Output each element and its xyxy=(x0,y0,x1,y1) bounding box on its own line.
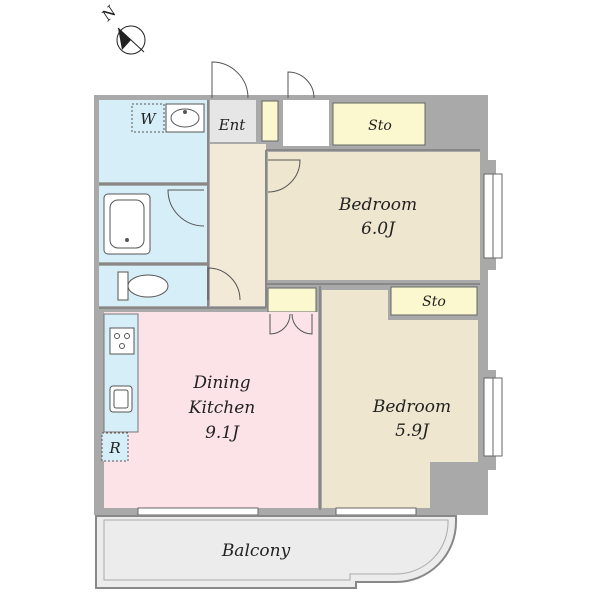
refrigerator-label: R xyxy=(108,439,120,457)
north-arrow-icon xyxy=(116,25,146,55)
storage-mid-left xyxy=(267,287,317,313)
balcony-label: Balcony xyxy=(221,541,291,561)
corridor-area xyxy=(210,144,266,306)
bedroom-south-area xyxy=(322,290,478,508)
washroom-label: W xyxy=(140,110,157,128)
bedroom-north-area xyxy=(268,152,480,280)
bathtub-icon xyxy=(103,193,151,255)
dining-kitchen-size: 9.1J xyxy=(205,423,240,443)
bedroom-north-size: 6.0J xyxy=(361,219,396,239)
partitions xyxy=(99,100,480,510)
door-swings xyxy=(167,61,315,335)
storage-mid-label: Sto xyxy=(422,294,446,310)
windows xyxy=(137,173,503,516)
shoe-closet xyxy=(261,100,279,142)
entrance-label: Ent xyxy=(218,116,247,134)
bedroom-south-size: 5.9J xyxy=(395,421,430,441)
closet-top-white xyxy=(283,100,329,146)
balcony-rail xyxy=(103,519,449,581)
washbasin-icon xyxy=(165,103,205,133)
entrance-area xyxy=(210,100,256,142)
balcony-area xyxy=(95,515,457,589)
bedroom-north-label: Bedroom xyxy=(338,195,417,215)
compass-label: N xyxy=(97,2,120,25)
storage-top-label: Sto xyxy=(368,118,392,134)
sink-icon xyxy=(109,385,133,413)
bedroom-south-label: Bedroom xyxy=(372,397,451,417)
dining-kitchen-area xyxy=(104,312,318,508)
stove-icon xyxy=(109,327,135,355)
storage-top xyxy=(332,102,426,146)
dining-kitchen-label-1: Dining xyxy=(192,373,250,393)
dining-kitchen-label-2: Kitchen xyxy=(188,398,255,418)
washing-machine-icon xyxy=(131,103,165,133)
storage-mid xyxy=(390,286,478,316)
refrigerator xyxy=(101,432,129,462)
toilet-icon xyxy=(117,271,169,301)
